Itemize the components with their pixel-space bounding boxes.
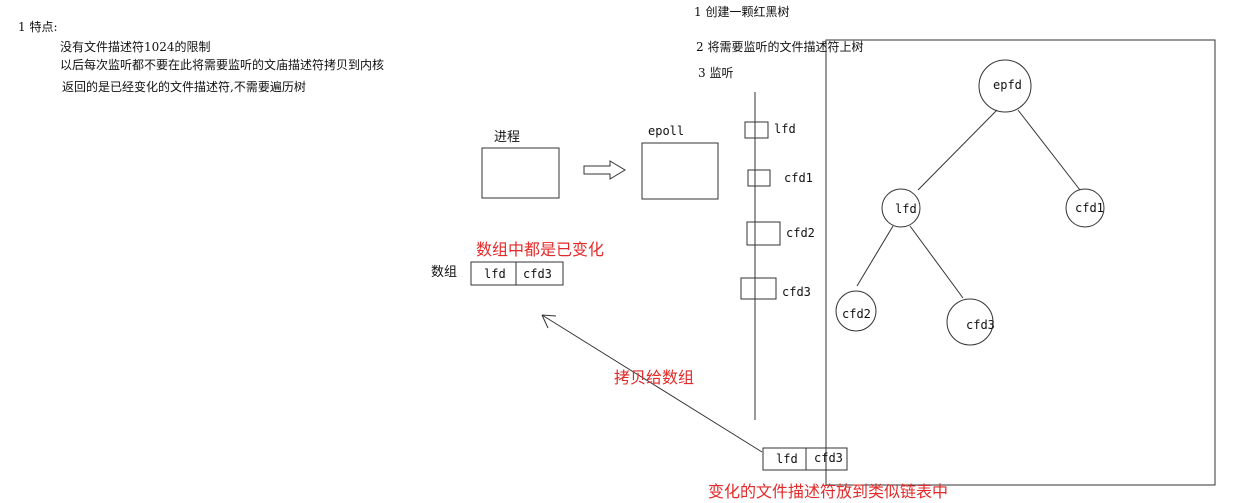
tree-label-leftright: cfd3 xyxy=(966,318,995,332)
hollow-arrow xyxy=(583,160,626,180)
tree-label-right: cfd1 xyxy=(1075,201,1104,215)
annotation-copy-to-array: 拷贝给数组 xyxy=(614,368,695,387)
step-1: 1 创建一颗红黑树 xyxy=(694,5,790,19)
feature-heading: 1 特点: xyxy=(18,20,58,34)
tree-label-root: epfd xyxy=(993,78,1022,92)
feature-item-1: 没有文件描述符1024的限制 xyxy=(60,40,211,54)
array-cell-2: cfd3 xyxy=(523,267,552,281)
ready-list-box xyxy=(762,447,848,471)
list-label-cfd1: cfd1 xyxy=(784,171,813,185)
epoll-box xyxy=(641,142,719,200)
copy-arrow-line xyxy=(541,314,763,453)
tree-node-leftleft xyxy=(835,290,877,332)
tree-label-leftleft: cfd2 xyxy=(842,307,871,321)
annotation-changed-into-list: 变化的文件描述符放到类似链表中 xyxy=(708,482,949,501)
list-box-cfd1 xyxy=(747,169,771,187)
tree-edge-root-right xyxy=(1017,109,1081,191)
annotation-array-changed: 数组中都是已变化 xyxy=(476,240,605,259)
ready-list-cell-2: cfd3 xyxy=(814,451,843,465)
step-2: 2 将需要监听的文件描述符上树 xyxy=(696,40,864,54)
tree-edge-left-leftleft xyxy=(856,225,894,287)
list-label-cfd3: cfd3 xyxy=(782,285,811,299)
copy-arrow-head xyxy=(541,314,557,329)
array-cell-1: lfd xyxy=(484,267,506,281)
list-box-cfd2 xyxy=(746,221,781,246)
process-box xyxy=(481,147,560,199)
tree-edge-root-left xyxy=(917,109,998,191)
tree-node-left xyxy=(881,188,921,228)
array-label: 数组 xyxy=(431,265,458,280)
tree-label-left: lfd xyxy=(895,202,917,216)
list-label-lfd: lfd xyxy=(774,122,796,136)
list-box-lfd xyxy=(744,121,769,139)
epoll-label: epoll xyxy=(648,124,685,138)
step-3: 3 监听 xyxy=(698,66,734,80)
feature-item-3: 返回的是已经变化的文件描述符,不需要遍历树 xyxy=(62,80,306,94)
tree-node-leftright xyxy=(946,298,994,346)
tree-node-right xyxy=(1065,188,1105,228)
tree-frame xyxy=(825,39,1216,486)
tree-node-root xyxy=(978,59,1032,113)
ready-list-cell-1: lfd xyxy=(776,452,798,466)
feature-item-2: 以后每次监听都不要在此将需要监听的文庙描述符拷贝到内核 xyxy=(60,58,385,72)
array-box xyxy=(470,261,564,286)
process-label: 进程 xyxy=(494,130,521,145)
list-box-cfd3 xyxy=(740,277,777,300)
list-label-cfd2: cfd2 xyxy=(786,226,815,240)
tree-edge-left-leftright xyxy=(909,225,964,299)
